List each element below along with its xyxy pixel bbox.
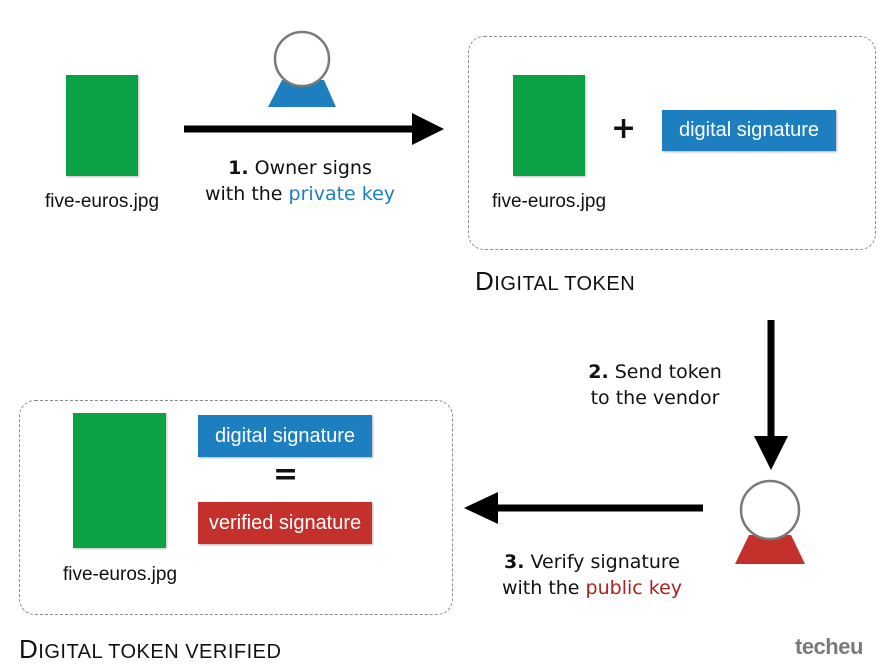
step2-text: 2. Send token to the vendor [570, 359, 740, 411]
verified-digital-signature-box: digital signature [198, 415, 372, 457]
step3-line1: 3. Verify signature [482, 549, 702, 575]
step3-line2: with the public key [482, 575, 702, 601]
step2-line1-text: Send token [614, 361, 722, 383]
step1-number: 1. [228, 157, 249, 179]
source-bill-image [66, 75, 138, 176]
verified-token-box [19, 400, 453, 615]
plus-sign: + [611, 111, 637, 146]
step3-text: 3. Verify signature with the public key [482, 549, 702, 601]
step2-line2: to the vendor [590, 387, 720, 409]
verified-token-caption: DIGITAL TOKEN VERIFIED [19, 634, 281, 665]
verified-signature-box: verified signature [198, 502, 372, 544]
arrow-right [184, 113, 444, 145]
verified-token-caption-rest: IGITAL TOKEN VERIFIED [38, 641, 282, 663]
owner-person-icon [268, 30, 336, 107]
equals-sign: = [273, 457, 299, 492]
techeu-logo: techeu [795, 634, 863, 659]
step1-line2: with the private key [180, 181, 420, 207]
vendor-person-icon [735, 479, 805, 564]
token-bill-image [513, 75, 585, 176]
arrow-left [464, 492, 703, 524]
digital-token-caption-initial: D [475, 266, 495, 296]
digital-token-box [468, 36, 876, 250]
step1-text: 1. Owner signs with the private key [180, 155, 420, 207]
verified-bill-image [73, 413, 166, 548]
step2-number: 2. [588, 361, 609, 383]
digital-token-caption: DIGITAL TOKEN [475, 266, 635, 297]
step3-number: 3. [504, 551, 525, 573]
step1-line1: 1. Owner signs [180, 155, 420, 181]
private-key-label: private key [288, 183, 396, 205]
step3-line1-text: Verify signature [530, 551, 680, 573]
step2-line1: 2. Send token [570, 359, 740, 385]
verified-filename: five-euros.jpg [62, 564, 178, 585]
public-key-label: public key [585, 577, 683, 599]
digital-token-caption-rest: IGITAL TOKEN [494, 273, 636, 295]
step1-line2-prefix: with the [204, 183, 283, 205]
source-filename: five-euros.jpg [44, 191, 160, 212]
token-filename: five-euros.jpg [491, 191, 607, 212]
verified-token-caption-initial: D [19, 634, 39, 664]
token-signature-box: digital signature [662, 110, 836, 151]
step1-line1-text: Owner signs [254, 157, 372, 179]
arrow-down [754, 320, 788, 470]
step3-line2-prefix: with the [501, 577, 580, 599]
